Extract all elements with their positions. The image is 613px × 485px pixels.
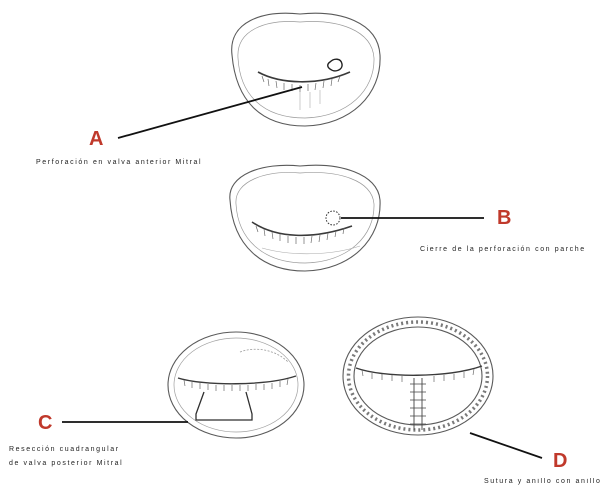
valve-a-drawing — [232, 13, 380, 126]
valve-d-drawing — [343, 317, 493, 435]
label-d-letter: D — [553, 451, 567, 471]
leader-line-d — [470, 433, 542, 458]
label-a-caption: Perforación en valva anterior Mitral — [36, 159, 202, 166]
label-b-caption: Cierre de la perforación con parche — [420, 246, 586, 253]
valve-c-drawing — [168, 332, 304, 438]
label-a-letter: A — [89, 129, 103, 149]
leader-line-a — [118, 87, 302, 138]
label-c-caption-line1: Resección cuadrangular — [9, 446, 120, 453]
label-b-letter: B — [497, 208, 511, 228]
label-c-caption-line2: de valva posterior Mitral — [9, 460, 123, 467]
label-c-letter: C — [38, 413, 52, 433]
